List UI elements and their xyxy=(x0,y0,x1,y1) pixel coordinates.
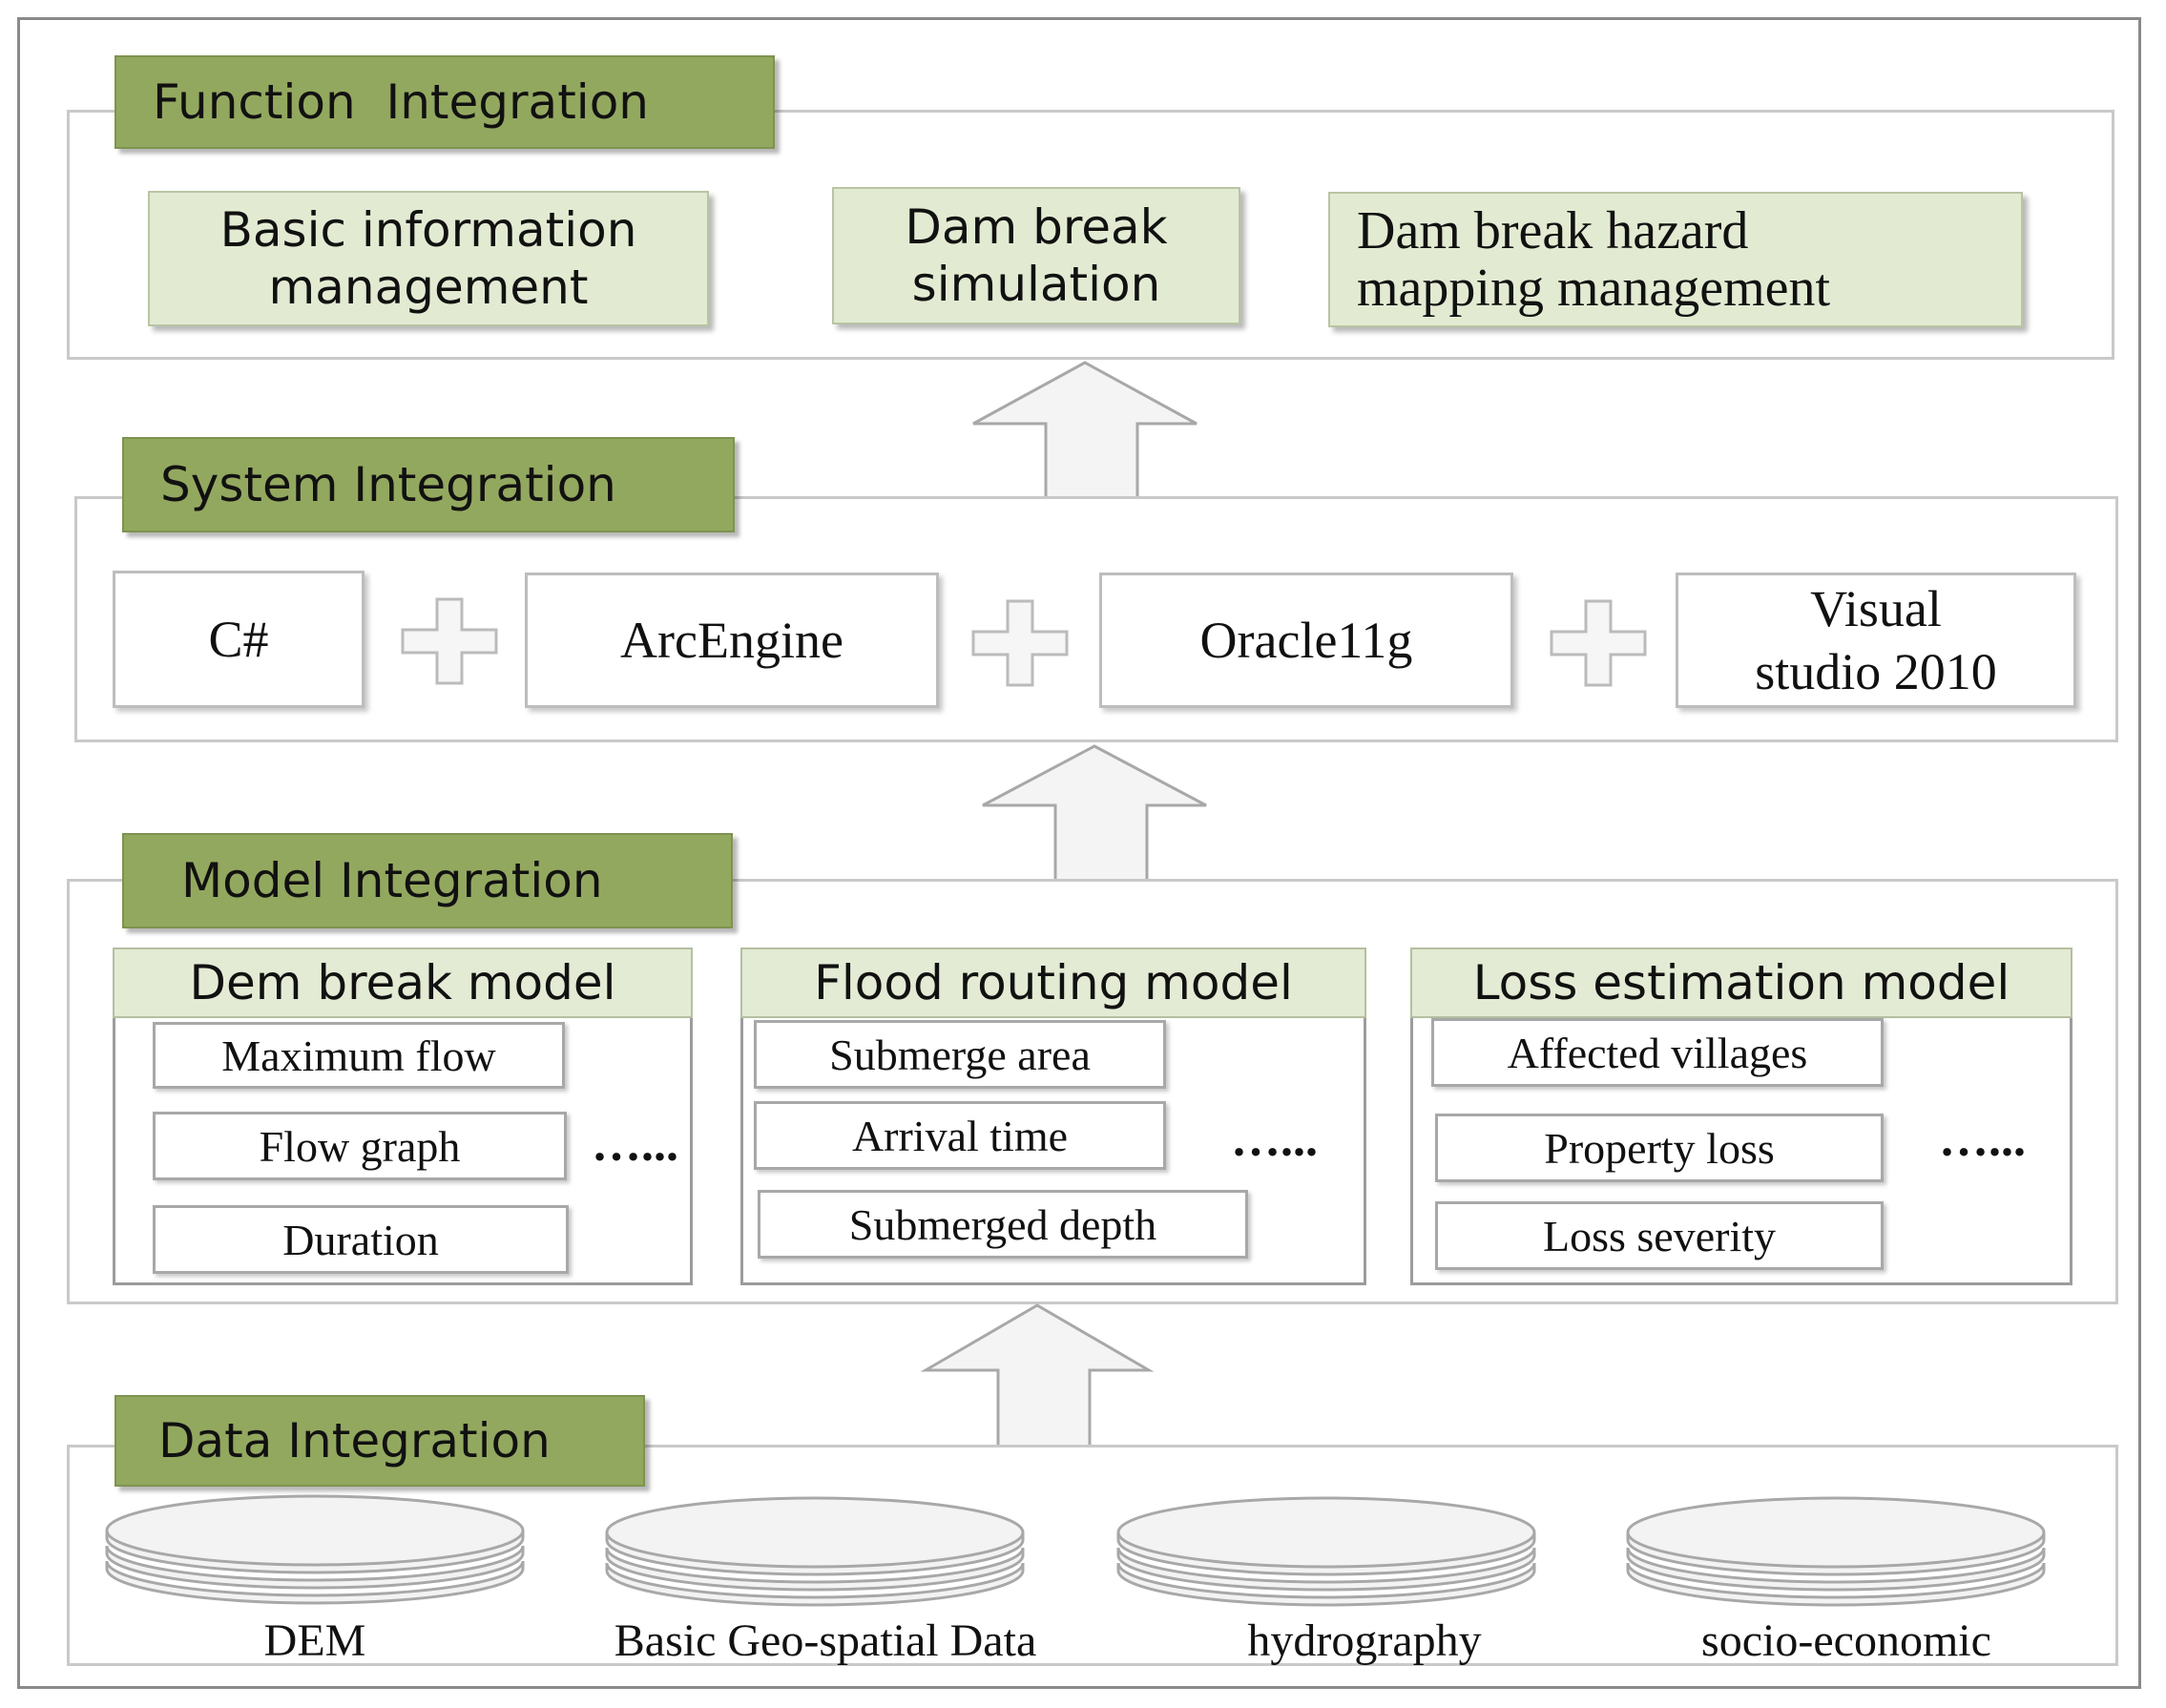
loss-estimation-model-title: Loss estimation model xyxy=(1410,948,2072,1018)
data-source-label: Basic Geo-spatial Data xyxy=(614,1615,1037,1666)
function-integration-title: Function Integration xyxy=(115,55,775,149)
up-arrow-model-to-system xyxy=(982,744,1207,884)
flow-graph-item: Flow graph xyxy=(153,1112,567,1180)
data-integration-title: Data Integration xyxy=(115,1395,645,1487)
oracle11g-box: Oracle11g xyxy=(1099,573,1513,708)
system-integration-title: System Integration xyxy=(122,437,735,532)
visual-studio-2010-box: Visual studio 2010 xyxy=(1676,573,2076,708)
affected-villages-item: Affected villages xyxy=(1431,1018,1884,1087)
data-source-label: socio-economic xyxy=(1701,1615,1991,1666)
more-ellipsis: …... xyxy=(592,1117,678,1172)
tech-label: Oracle11g xyxy=(1199,612,1413,669)
flood-routing-model-title: Flood routing model xyxy=(740,948,1366,1018)
more-ellipsis: …... xyxy=(1231,1113,1318,1167)
data-source-label: DEM xyxy=(263,1615,366,1666)
dam-break-simulation-box: Dam break simulation xyxy=(832,187,1240,324)
duration-item: Duration xyxy=(153,1205,569,1274)
hazard-mapping-management-box: Dam break hazard mapping management xyxy=(1328,192,2023,327)
function-box-line: Dam break xyxy=(905,199,1168,255)
model-integration-title: Model Integration xyxy=(122,833,733,928)
data-source-label: hydrography xyxy=(1247,1615,1482,1666)
up-arrow-system-to-function xyxy=(972,361,1198,500)
dem-break-model-title: Dem break model xyxy=(113,948,693,1018)
function-box-line: mapping management xyxy=(1357,259,1831,318)
database-icon xyxy=(1626,1496,2046,1607)
basic-information-management-box: Basic information management xyxy=(148,191,709,326)
tech-label: studio 2010 xyxy=(1755,643,1997,700)
tech-label: ArcEngine xyxy=(620,612,843,669)
database-icon xyxy=(605,1496,1025,1607)
csharp-box: C# xyxy=(113,571,364,708)
function-box-line: Basic information xyxy=(219,202,637,258)
up-arrow-data-to-model xyxy=(920,1303,1155,1454)
plus-icon xyxy=(401,597,498,685)
loss-severity-item: Loss severity xyxy=(1435,1201,1884,1270)
submerged-depth-item: Submerged depth xyxy=(758,1190,1248,1259)
database-icon xyxy=(1116,1496,1536,1607)
arcengine-box: ArcEngine xyxy=(525,573,939,708)
property-loss-item: Property loss xyxy=(1435,1114,1884,1182)
more-ellipsis: …... xyxy=(1939,1113,2026,1167)
arrival-time-item: Arrival time xyxy=(754,1101,1166,1170)
submerge-area-item: Submerge area xyxy=(754,1020,1166,1089)
maximum-flow-item: Maximum flow xyxy=(153,1022,565,1089)
plus-icon xyxy=(971,599,1069,687)
database-icon xyxy=(105,1494,525,1605)
function-box-line: simulation xyxy=(911,257,1161,312)
function-box-line: Dam break hazard xyxy=(1357,201,1749,260)
plus-icon xyxy=(1550,599,1647,687)
tech-label: Visual xyxy=(1810,580,1942,637)
function-box-line: management xyxy=(268,260,589,315)
tech-label: C# xyxy=(208,611,269,668)
